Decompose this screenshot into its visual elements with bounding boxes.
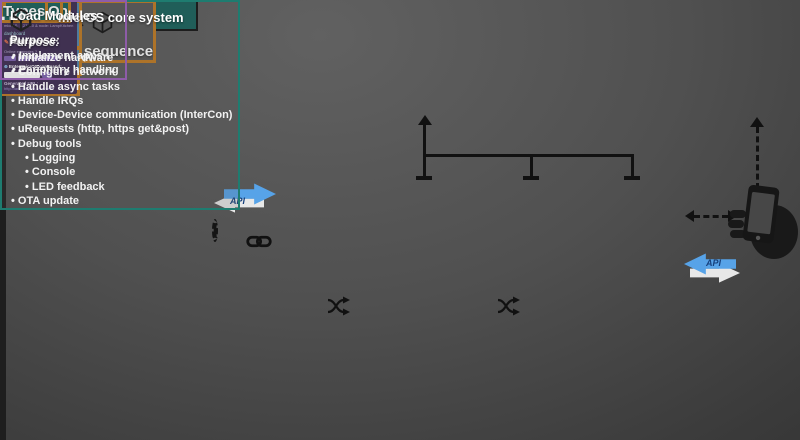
webserver-rest-api: ✎ REST API xyxy=(4,39,73,46)
purpose-label: Purpose: xyxy=(9,37,59,49)
shuffle-arrows-icon xyxy=(497,296,520,316)
webserver-dashboard-link: dashboard xyxy=(4,31,26,36)
webserver-subtitle: micrOS: 1.27.0.0 & node: LampKitchen xyxy=(4,23,74,28)
plus-icon: ⊕ xyxy=(4,64,10,69)
connector-vertical-irqs xyxy=(530,156,533,178)
cube-icon xyxy=(10,8,32,32)
purpose-item: OTA update xyxy=(9,194,232,208)
dashed-line-phone-ota xyxy=(756,127,759,189)
connector-vertical-shell xyxy=(631,156,634,178)
debug-tool-item: LED feedback xyxy=(23,180,232,194)
debug-tool-item: Console xyxy=(23,165,232,179)
load-modules-panel: Load Modules Purpose: Implement apps Per… xyxy=(0,0,127,80)
cube-icon xyxy=(92,11,113,33)
micros-logo-gear-icon xyxy=(212,219,218,242)
connector-cap xyxy=(523,176,539,180)
purpose-item: Implement apps xyxy=(10,49,119,63)
chain-link-icon xyxy=(246,235,272,248)
connector-horizontal xyxy=(424,154,634,157)
connector-cap xyxy=(624,176,640,180)
purpose-item: Handle async tasks xyxy=(9,80,232,94)
purpose-item: Periphery handling xyxy=(10,63,119,77)
purpose-item: Device-Device communication (InterCon) xyxy=(9,108,233,122)
api-label: API xyxy=(706,258,722,268)
api-label: API xyxy=(230,196,246,206)
arrowhead-to-ota xyxy=(750,117,764,127)
purpose-item: Handle IRQs xyxy=(9,94,232,108)
purpose-item: Debug tools xyxy=(9,137,232,151)
intercon-link-group xyxy=(212,219,274,262)
dashed-line-shell-phone xyxy=(694,215,728,218)
arrowhead-left xyxy=(685,210,694,222)
arrowhead-to-tasks xyxy=(418,115,432,125)
load-modules-purpose-list: Implement apps Periphery handling xyxy=(10,49,119,78)
load-modules-title: Load Modules xyxy=(10,8,98,23)
core-purpose-list-tail: OTA update xyxy=(9,194,232,208)
smartphone-hand-icon xyxy=(728,184,798,259)
purpose-label: Purpose: xyxy=(10,35,60,47)
left-edge-shade xyxy=(0,0,6,440)
webcli-api-arrows: API xyxy=(684,250,744,290)
core-panel-title: micrOS core system xyxy=(57,10,184,25)
shuffle-arrows-icon xyxy=(327,296,350,316)
purpose-item: uRequests (http, https get&post) xyxy=(9,122,232,136)
connector-cap xyxy=(416,176,432,180)
pencil-icon: ✎ xyxy=(4,40,11,46)
debug-tools-sublist: Logging Console LED feedback xyxy=(9,151,232,194)
debug-tool-item: Logging xyxy=(23,151,232,165)
connector-vertical-boot xyxy=(423,124,426,178)
rest-api-label: REST API xyxy=(10,40,39,46)
